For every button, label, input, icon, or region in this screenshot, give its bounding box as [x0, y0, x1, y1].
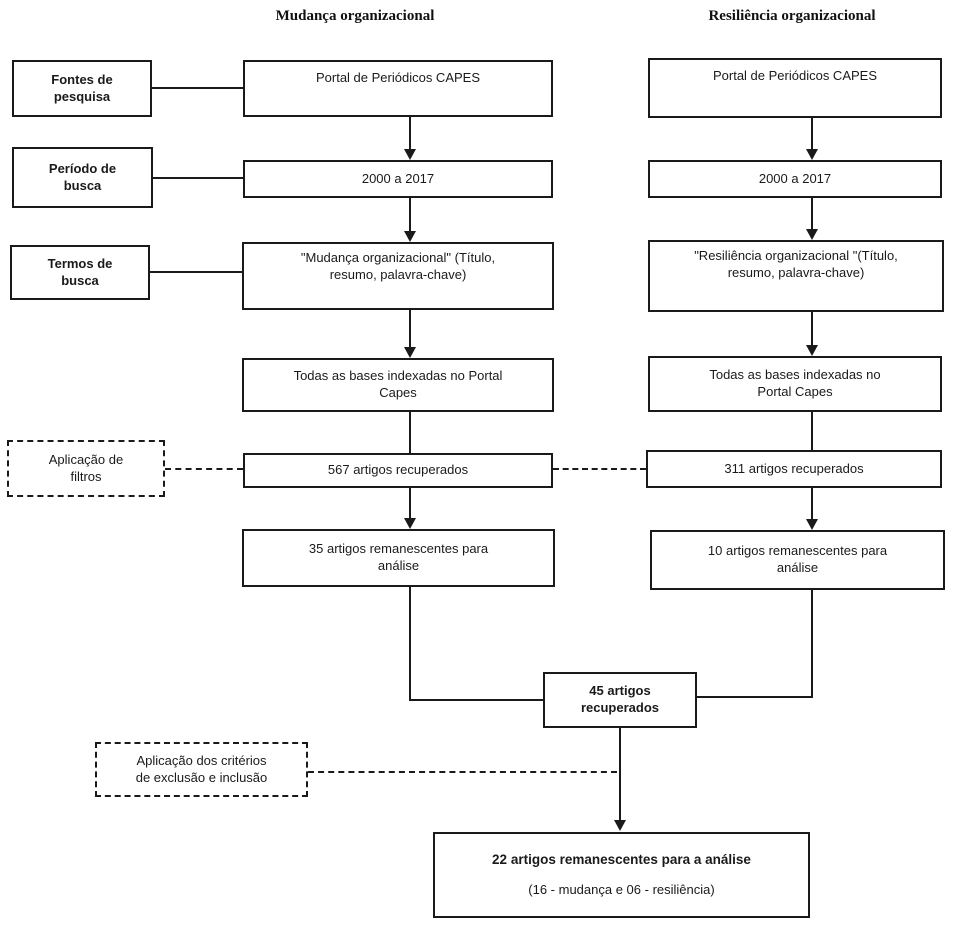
box-left-periodo: 2000 a 2017 [243, 160, 553, 198]
label-fontes-de-pesquisa: Fontes de pesquisa [12, 60, 152, 117]
box-right-311-text: 311 artigos recuperados [724, 460, 864, 476]
box-left-bases-line2: Capes [379, 385, 417, 400]
arrow-down-icon [404, 149, 416, 160]
arrow-down-icon [614, 820, 626, 831]
box-left-termos: "Mudança organizacional" (Título, resumo… [242, 242, 554, 310]
box-right-311-recuperados: 311 artigos recuperados [646, 450, 942, 488]
dashed-connector-filtros-left [165, 468, 243, 470]
label-periodo-de-busca: Período de busca [12, 147, 153, 208]
box-right-portal-capes-text: Portal de Periódicos CAPES [712, 68, 878, 83]
label-periodo-line1: Período de [48, 160, 117, 176]
arrow-shaft [811, 488, 813, 520]
box-right-10-line1: 10 artigos remanescentes para [707, 543, 888, 559]
arrow-shaft [409, 488, 411, 519]
dashed-connector-criterios [308, 771, 617, 773]
box-final-22-remanescentes: 22 artigos remanescentes para a análise … [433, 832, 810, 918]
box-final-line1: 22 artigos remanescentes para a análise [492, 852, 751, 868]
box-right-10-remanescentes: 10 artigos remanescentes para análise [650, 530, 945, 590]
box-left-portal-capes-text: Portal de Periódicos CAPES [315, 70, 481, 85]
connector-line [409, 412, 411, 453]
box-left-termos-line1: "Mudança organizacional" (Título, [300, 250, 496, 265]
box-45-line1: 45 artigos [589, 683, 651, 699]
label-periodo-line2: busca [63, 177, 102, 193]
box-right-periodo-text: 2000 a 2017 [758, 170, 832, 186]
arrow-down-icon [806, 229, 818, 240]
connector-periodo [153, 177, 243, 179]
box-left-bases: Todas as bases indexadas no Portal Capes [242, 358, 554, 412]
box-right-bases: Todas as bases indexadas no Portal Capes [648, 356, 942, 412]
arrow-shaft [409, 198, 411, 232]
box-right-10-line2: análise [776, 560, 819, 575]
label-criterios-line2: de exclusão e inclusão [135, 769, 268, 785]
arrow-shaft [811, 198, 813, 230]
column-header-resiliencia: Resiliência organizacional [708, 8, 876, 24]
label-termos-line2: busca [61, 272, 99, 288]
box-right-termos-line1: "Resiliência organizacional "(Título, [694, 248, 898, 263]
arrow-down-icon [404, 231, 416, 242]
arrow-shaft [409, 310, 411, 348]
box-left-portal-capes: Portal de Periódicos CAPES [243, 60, 553, 117]
box-right-bases-line1: Todas as bases indexadas no [709, 367, 881, 383]
connector-fontes [152, 87, 243, 89]
box-left-35-line1: 35 artigos remanescentes para [308, 541, 489, 557]
box-left-35-remanescentes: 35 artigos remanescentes para análise [242, 529, 555, 587]
arrow-shaft [811, 312, 813, 346]
label-criterios-exclusao-inclusao: Aplicação dos critérios de exclusão e in… [95, 742, 308, 797]
arrow-shaft [619, 728, 621, 821]
arrow-down-icon [806, 345, 818, 356]
arrow-down-icon [404, 518, 416, 529]
label-filtros-line2: filtros [70, 468, 102, 484]
merge-connector-right-horizontal [697, 696, 813, 698]
arrow-down-icon [806, 519, 818, 530]
arrow-shaft [409, 117, 411, 150]
connector-termos [150, 271, 242, 273]
box-45-recuperados: 45 artigos recuperados [543, 672, 697, 728]
box-left-termos-line2: resumo, palavra-chave) [329, 266, 467, 282]
box-right-periodo: 2000 a 2017 [648, 160, 942, 198]
label-termos-line1: Termos de [47, 255, 113, 271]
label-fontes-line1: Fontes de [51, 71, 113, 87]
arrow-down-icon [806, 149, 818, 160]
merge-connector-right-vertical [811, 590, 813, 698]
box-left-567-recuperados: 567 artigos recuperados [243, 453, 553, 488]
label-termos-de-busca: Termos de busca [10, 245, 150, 300]
box-right-portal-capes: Portal de Periódicos CAPES [648, 58, 942, 118]
label-filtros-line1: Aplicação de [48, 451, 124, 467]
box-left-periodo-text: 2000 a 2017 [361, 170, 435, 186]
arrow-down-icon [404, 347, 416, 358]
label-aplicacao-de-filtros: Aplicação de filtros [7, 440, 165, 497]
dashed-connector-left-right [553, 468, 646, 470]
box-left-35-line2: análise [377, 558, 420, 573]
box-45-line2: recuperados [580, 700, 660, 715]
box-right-bases-line2: Portal Capes [757, 384, 833, 399]
merge-connector-left-horizontal [409, 699, 543, 701]
arrow-shaft [811, 118, 813, 150]
column-header-mudanca: Mudança organizacional [275, 8, 435, 24]
label-criterios-line1: Aplicação dos critérios [136, 752, 267, 768]
label-fontes-line2: pesquisa [53, 88, 111, 104]
merge-connector-left-vertical [409, 587, 411, 701]
box-left-bases-line1: Todas as bases indexadas no Portal [293, 368, 503, 384]
box-right-termos: "Resiliência organizacional "(Título, re… [648, 240, 944, 312]
connector-line [811, 412, 813, 450]
box-right-termos-line2: resumo, palavra-chave) [727, 264, 865, 280]
box-left-567-text: 567 artigos recuperados [327, 462, 469, 478]
box-final-line2: (16 - mudança e 06 - resiliência) [528, 881, 715, 897]
